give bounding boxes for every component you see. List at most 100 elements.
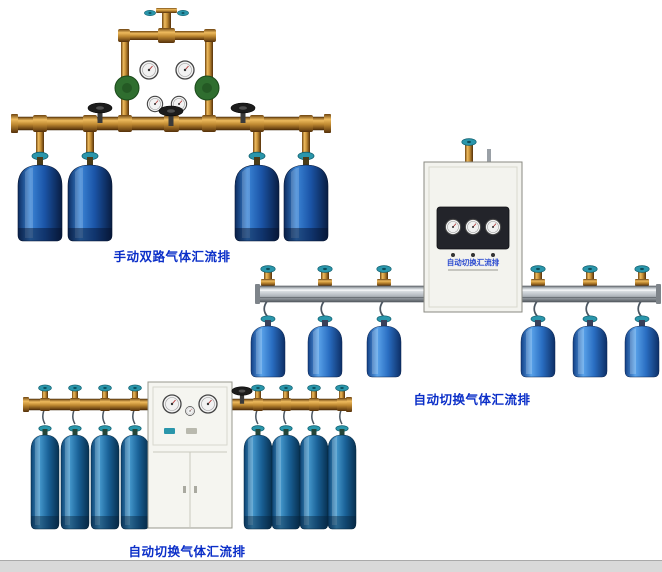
- gas-cylinder: [283, 151, 329, 242]
- gas-cylinder: [234, 151, 280, 242]
- pigtail-hose: [320, 299, 326, 318]
- gas-cylinder: [366, 315, 402, 378]
- pipe-junction: [33, 115, 47, 132]
- gas-cylinder: [624, 315, 660, 378]
- gas-cylinder: [30, 425, 60, 530]
- valve-handwheel-icon: [335, 384, 349, 392]
- cylinder-riser-pipe: [253, 128, 261, 154]
- valve-nut: [261, 279, 275, 286]
- regulator-cap: [202, 83, 212, 93]
- pressure-gauge-icon: [139, 60, 159, 80]
- pipe-junction: [250, 115, 264, 132]
- pipe-junction: [281, 398, 291, 411]
- pipe-junction: [40, 398, 50, 411]
- rail-end-cap: [656, 284, 661, 304]
- rail-end-cap: [255, 284, 260, 304]
- pigtail-hose: [263, 299, 269, 318]
- valve-stem: [102, 389, 108, 401]
- pipe-tee: [158, 28, 175, 43]
- product-photo-manual-dual-manifold: [11, 8, 331, 242]
- gas-cylinder: [572, 315, 608, 378]
- pressure-gauge-icon: [444, 218, 462, 236]
- cabinet-door-outline: [428, 166, 518, 308]
- gas-cylinder: [250, 315, 286, 378]
- page-bottom-bar: [0, 560, 662, 572]
- pressure-gauge-icon: [162, 394, 182, 414]
- pipe-end-cap: [23, 397, 29, 412]
- gas-cylinder: [60, 425, 90, 530]
- indicator-light: [471, 253, 475, 257]
- pipe-junction: [337, 398, 347, 411]
- valve-stem: [42, 389, 48, 401]
- cylinder-riser-pipe: [36, 128, 44, 154]
- pigtail-hose: [585, 299, 591, 318]
- pressure-gauge-icon: [464, 218, 482, 236]
- pigtail-hose: [533, 299, 539, 318]
- valve-handwheel-icon: [260, 265, 276, 273]
- door-handle: [194, 486, 197, 493]
- cabinet-front-sublabel-line: [448, 269, 498, 271]
- valve-stem: [72, 389, 78, 401]
- gas-cylinder: [271, 425, 301, 530]
- valve-stem: [255, 389, 261, 401]
- valve-nut: [318, 279, 332, 286]
- caption-auto-switch-wall: 自动切换气体汇流排: [413, 392, 531, 407]
- pressure-gauge-icon: [175, 60, 195, 80]
- cabinet-panel-outline: [152, 386, 228, 446]
- regulator-cap: [122, 83, 132, 93]
- product-photo-auto-switch-manifold-floor: [23, 381, 357, 530]
- valve-handwheel-icon: [582, 265, 598, 273]
- gas-cylinder: [327, 425, 357, 530]
- valve-handwheel-icon: [128, 384, 142, 392]
- pipe-junction: [83, 115, 97, 132]
- pipe-junction: [309, 398, 319, 411]
- gas-cylinder: [90, 425, 120, 530]
- pipe-junction: [253, 398, 263, 411]
- pipe-end-cap: [11, 114, 18, 133]
- caption-auto-switch-floor: 自动切换气体汇流排: [128, 544, 246, 559]
- gas-cylinder: [120, 425, 150, 530]
- pressure-gauge-icon: [198, 394, 218, 414]
- valve-handwheel-icon: [461, 138, 477, 146]
- valve-handwheel-icon: [307, 384, 321, 392]
- valve-handwheel-icon: [279, 384, 293, 392]
- gas-cylinder: [67, 151, 113, 242]
- gas-cylinder: [17, 151, 63, 242]
- valve-stem: [132, 389, 138, 401]
- valve-nut: [583, 279, 597, 286]
- indicator-light: [491, 253, 495, 257]
- product-photo-auto-switch-manifold-wall: [250, 138, 661, 378]
- valve-handwheel-icon: [98, 384, 112, 392]
- valve-nut: [635, 279, 649, 286]
- cylinder-riser-pipe: [302, 128, 310, 154]
- pipe-junction: [118, 115, 132, 132]
- valve-nut: [377, 279, 391, 286]
- valve-nut: [531, 279, 545, 286]
- outlet-flange: [156, 8, 177, 13]
- panel-button: [186, 428, 197, 434]
- valve-stem: [339, 389, 345, 401]
- pigtail-hose: [379, 299, 385, 318]
- outlet-stub-pipe: [162, 10, 171, 38]
- valve-handwheel-icon: [376, 265, 392, 273]
- pipe-end-cap: [346, 397, 352, 412]
- pipe-elbow: [204, 29, 216, 42]
- valve-handwheel-icon: [38, 384, 52, 392]
- gas-cylinder: [307, 315, 343, 378]
- valve-handwheel-icon: [317, 265, 333, 273]
- pipe-end-cap: [324, 114, 331, 133]
- pipe-elbow: [118, 29, 130, 42]
- pipe-junction: [299, 115, 313, 132]
- valve-stem: [283, 389, 289, 401]
- pressure-gauge-icon: [185, 406, 195, 416]
- gas-cylinder: [299, 425, 329, 530]
- cylinder-riser-pipe: [86, 128, 94, 154]
- gas-cylinder: [243, 425, 273, 530]
- pipe-junction: [202, 115, 216, 132]
- cabinet-sense-line: [487, 149, 491, 163]
- cabinet-front-label: 自动切换汇流排: [446, 258, 500, 267]
- gas-cylinder: [520, 315, 556, 378]
- pressure-gauge-icon: [484, 218, 502, 236]
